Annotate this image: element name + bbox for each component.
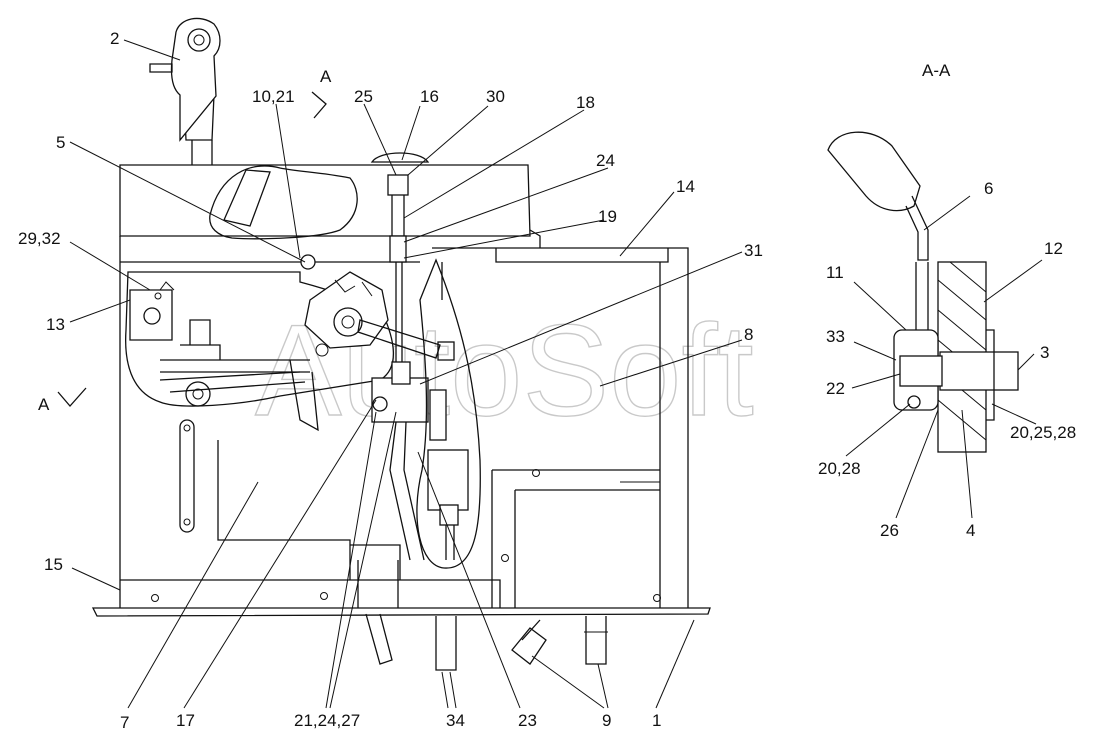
connector-9a — [511, 627, 547, 665]
callout-30: 30 — [486, 87, 505, 106]
upper-housing — [119, 164, 531, 237]
knob-section — [827, 131, 921, 212]
callout-14: 14 — [676, 177, 695, 196]
callout-25: 25 — [354, 87, 373, 106]
rotary-cam — [304, 271, 455, 361]
callout-22: 22 — [826, 379, 845, 398]
callout-17: 17 — [176, 711, 195, 730]
cable-left — [365, 613, 393, 665]
section-title: A-A — [922, 61, 951, 80]
callout-12: 12 — [1044, 239, 1063, 258]
callout-29-32: 29,32 — [18, 229, 61, 248]
callout-4: 4 — [966, 521, 975, 540]
callout-3: 3 — [1040, 343, 1049, 362]
slot-bar — [179, 419, 195, 533]
callout-5: 5 — [56, 133, 65, 152]
cover-box — [432, 247, 689, 608]
control-module — [371, 361, 469, 561]
callout-18: 18 — [576, 93, 595, 112]
callout-23: 23 — [518, 711, 537, 730]
bracket — [129, 289, 173, 341]
callout-8: 8 — [744, 325, 753, 344]
housing-lower-step — [120, 579, 501, 608]
callout-20-25-28: 20,25,28 — [1010, 423, 1076, 442]
callout-2: 2 — [110, 29, 119, 48]
callout-21-24-27: 21,24,27 — [294, 711, 360, 730]
knob — [370, 152, 430, 163]
callout-31: 31 — [744, 241, 763, 260]
callout-7: 7 — [120, 713, 129, 732]
svg-text:A: A — [320, 67, 332, 86]
callout-24: 24 — [596, 151, 615, 170]
shaft-3 — [939, 351, 1019, 391]
callout-26: 26 — [880, 521, 899, 540]
lever-shaft — [191, 140, 213, 165]
callout-19: 19 — [598, 207, 617, 226]
lever-handle — [170, 17, 221, 142]
callout-10-21: 10,21 — [252, 87, 295, 106]
callout-33: 33 — [826, 327, 845, 346]
callout-34: 34 — [446, 711, 465, 730]
cutout-lower — [416, 258, 481, 569]
lower-plate — [217, 440, 351, 580]
inner-panel — [491, 469, 660, 608]
section-marker-left: A — [38, 387, 87, 414]
cutout-upper — [209, 165, 358, 240]
pin — [300, 254, 316, 270]
link-bar — [160, 359, 310, 373]
base-plate — [91, 607, 711, 617]
leader-lines — [69, 39, 1043, 709]
callout-15: 15 — [44, 555, 63, 574]
cable-34 — [435, 616, 457, 671]
section-marker-top: A — [311, 67, 332, 119]
svg-text:A: A — [38, 395, 50, 414]
callout-20-28: 20,28 — [818, 459, 861, 478]
callouts: 2 10,21 25 16 30 18 5 24 14 19 29,32 31 … — [18, 29, 1076, 732]
callout-6: 6 — [984, 179, 993, 198]
callout-16: 16 — [420, 87, 439, 106]
section-view — [827, 131, 1019, 453]
callout-9: 9 — [602, 711, 611, 730]
connector-9b — [585, 616, 607, 665]
callout-11: 11 — [826, 263, 844, 282]
callout-13: 13 — [46, 315, 65, 334]
callout-1: 1 — [652, 711, 661, 730]
